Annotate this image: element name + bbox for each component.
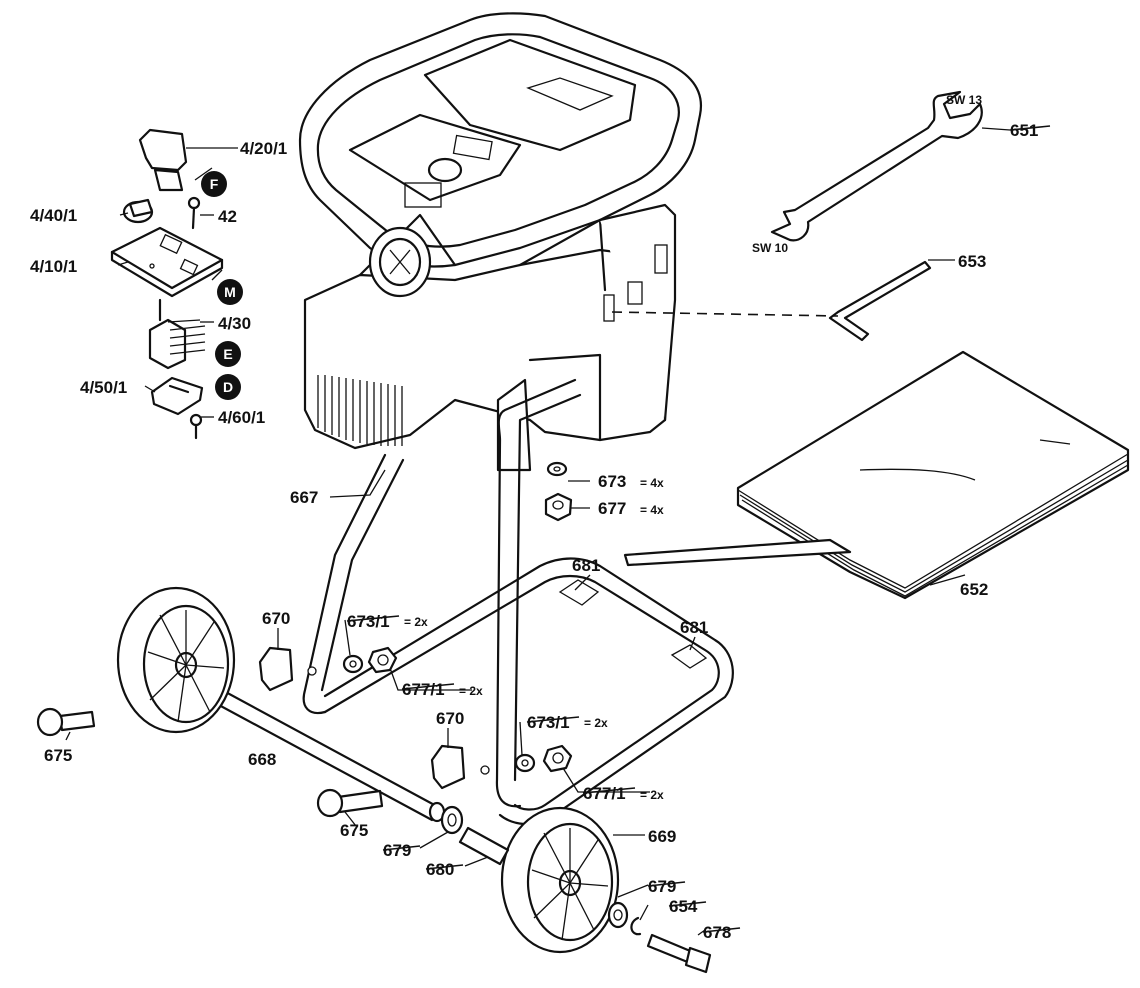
strike-677-1-lower xyxy=(582,787,636,794)
label-677-1-upper: 677/1 xyxy=(402,680,445,699)
strike-679-right xyxy=(647,881,686,887)
label-675-left: 675 xyxy=(44,746,72,765)
frame-tubes xyxy=(302,378,734,826)
hex-key-leader-dashed xyxy=(611,311,839,317)
label-679-right: 679 xyxy=(648,877,676,896)
label-652: 652 xyxy=(960,580,988,599)
svg-text:E: E xyxy=(223,346,232,362)
label-673-1-lower: 673/1 xyxy=(527,713,570,732)
label-668: 668 xyxy=(248,750,276,769)
label-670-right: 670 xyxy=(436,709,464,728)
collection-bag xyxy=(623,350,1130,600)
strike-677-1-upper xyxy=(401,683,455,690)
label-678: 678 xyxy=(703,923,731,942)
label-4-50-1: 4/50/1 xyxy=(80,378,127,397)
strike-651 xyxy=(1009,125,1051,131)
label-4-10-1: 4/10/1 xyxy=(30,257,77,276)
label-681-top: 681 xyxy=(572,556,600,575)
strike-679-left xyxy=(382,845,421,851)
label-673-qty: = 4x xyxy=(640,476,664,490)
svg-text:F: F xyxy=(210,176,219,192)
label-673-1-upper: 673/1 xyxy=(347,612,390,631)
label-sw-13: SW 13 xyxy=(946,93,982,107)
label-673: 673 xyxy=(598,472,626,491)
label-sw-10: SW 10 xyxy=(752,241,788,255)
strike-654 xyxy=(668,901,707,907)
label-4-30: 4/30 xyxy=(218,314,251,333)
label-670-left: 670 xyxy=(262,609,290,628)
hex-key xyxy=(828,260,932,342)
strike-673-1-lower xyxy=(526,716,580,723)
label-680: 680 xyxy=(426,860,454,879)
label-651: 651 xyxy=(1010,121,1038,140)
label-667: 667 xyxy=(290,488,318,507)
badge-D: D xyxy=(215,374,241,400)
strike-680 xyxy=(425,864,464,870)
label-4-60-1: 4/60/1 xyxy=(218,408,265,427)
label-42: 42 xyxy=(218,207,237,226)
label-653: 653 xyxy=(958,252,986,271)
badge-E: E xyxy=(215,341,241,367)
badge-F: F xyxy=(201,171,227,197)
shredder-body xyxy=(298,12,703,472)
label-4-20-1: 4/20/1 xyxy=(240,139,287,158)
label-679-left: 679 xyxy=(383,841,411,860)
svg-text:D: D xyxy=(223,379,233,395)
label-677-1-lower: 677/1 xyxy=(583,784,626,803)
label-677-1-upper-qty: = 2x xyxy=(459,684,483,698)
leader-lines xyxy=(65,127,1011,936)
axle-assembly xyxy=(36,586,712,974)
label-675-center: 675 xyxy=(340,821,368,840)
label-669: 669 xyxy=(648,827,676,846)
label-673-1-lower-qty: = 2x xyxy=(584,716,608,730)
spanner-wrench xyxy=(770,90,983,242)
strike-673-1-upper xyxy=(346,615,400,622)
label-681-right: 681 xyxy=(680,618,708,637)
label-677-qty: = 4x xyxy=(640,503,664,517)
label-673-1-upper-qty: = 2x xyxy=(404,615,428,629)
label-677: 677 xyxy=(598,499,626,518)
label-677-1-lower-qty: = 2x xyxy=(640,788,664,802)
strike-678 xyxy=(702,927,741,933)
badge-M: M xyxy=(217,279,243,305)
label-4-40-1: 4/40/1 xyxy=(30,206,77,225)
label-654: 654 xyxy=(669,897,698,916)
frame-fasteners xyxy=(342,461,573,773)
switch-assembly xyxy=(110,128,224,440)
svg-text:M: M xyxy=(224,284,236,300)
